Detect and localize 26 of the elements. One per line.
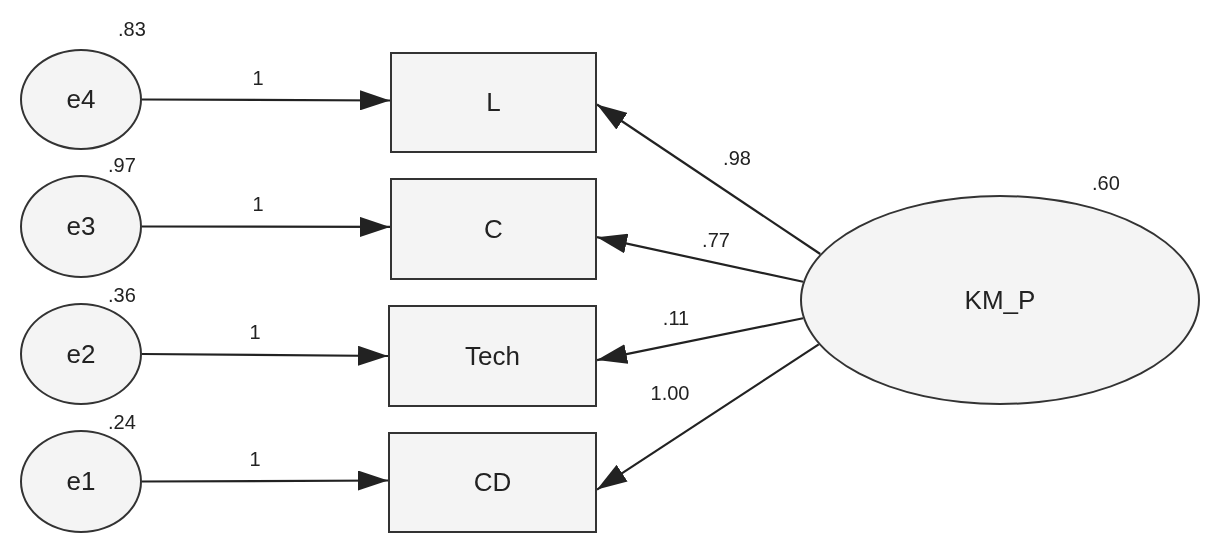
variable-name: e2 — [66, 338, 96, 370]
variable-name: e1 — [66, 466, 96, 497]
variable-name: KM_P — [964, 284, 1036, 316]
variable-name: Tech — [465, 340, 520, 372]
arrow — [596, 343, 820, 491]
observed-variable-box — [388, 432, 597, 533]
observed-variable-box — [390, 52, 597, 153]
variable-name: CD — [473, 467, 512, 498]
variance-label: .97 — [108, 154, 136, 177]
arrow — [142, 216, 390, 237]
variable-name: e3 — [66, 211, 96, 242]
arrow — [596, 103, 821, 255]
arrow — [596, 317, 804, 364]
variance-label: .83 — [118, 18, 146, 41]
arrow — [596, 233, 804, 283]
observed-variable-box — [388, 305, 597, 407]
variance-label: .36 — [108, 284, 136, 307]
arrow — [142, 345, 388, 366]
variance-label: .24 — [108, 411, 136, 434]
arrow — [142, 470, 388, 491]
variance-label: .60 — [1092, 172, 1120, 195]
arrow — [142, 90, 390, 111]
variable-name: C — [484, 213, 503, 245]
observed-variable-box — [390, 178, 597, 280]
variable-name: L — [486, 87, 501, 118]
variable-name: e4 — [66, 84, 96, 115]
